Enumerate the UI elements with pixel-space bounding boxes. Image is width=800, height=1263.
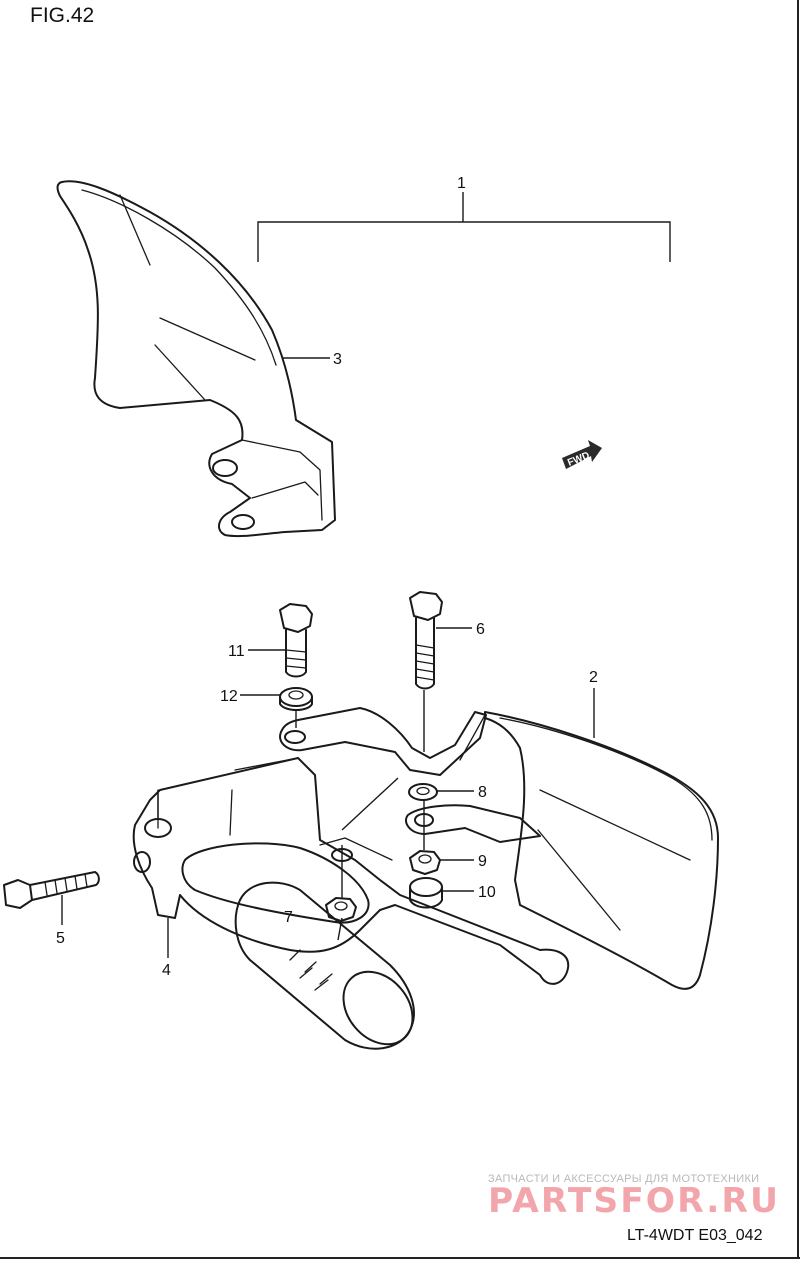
callout-7: 7 <box>284 909 293 926</box>
callout-10: 10 <box>478 884 496 901</box>
callout-2: 2 <box>589 669 598 686</box>
nut-part-10 <box>409 877 443 909</box>
nut-part-9 <box>409 850 441 875</box>
leader-lines <box>61 357 595 958</box>
nut-part-7 <box>325 897 357 922</box>
callout-4: 4 <box>162 962 171 979</box>
callout-9: 9 <box>478 853 487 870</box>
fwd-label: FWD <box>566 450 591 469</box>
callout-8: 8 <box>478 784 487 801</box>
figure-title: FIG.42 <box>30 4 94 27</box>
mount-bracket <box>279 707 541 843</box>
handlebar-grip <box>234 881 415 1050</box>
callout-11: 11 <box>228 643 245 660</box>
callout-5: 5 <box>56 930 65 947</box>
clamp-bolt-part-5 <box>3 871 100 909</box>
bolt-part-6 <box>409 591 443 690</box>
callout-6: 6 <box>476 621 485 638</box>
bolt-part-11 <box>279 603 313 678</box>
callout-1: 1 <box>457 175 466 192</box>
callout-3: 3 <box>333 351 342 368</box>
watermark-brand: PARTSFOR.RU <box>488 1181 780 1221</box>
fwd-arrow-icon: FWD <box>562 440 602 469</box>
model-code: LT-4WDT E03_042 <box>627 1227 763 1244</box>
callout-labels: 1 2 3 4 5 6 7 8 9 10 11 12 <box>56 175 598 979</box>
assembly-bracket <box>257 192 671 262</box>
left-handguard-part-3 <box>56 180 336 538</box>
washer-part-12 <box>279 687 313 711</box>
watermark-tagline: ЗАПЧАСТИ И АКСЕССУАРЫ ДЛЯ МОТОТЕХНИКИ <box>488 1173 759 1185</box>
callout-12: 12 <box>220 688 238 705</box>
lever-holder-part-4 <box>132 757 570 985</box>
right-handguard-part-2 <box>459 711 719 990</box>
watermark: ЗАПЧАСТИ И АКСЕССУАРЫ ДЛЯ МОТОТЕХНИКИ PA… <box>488 1173 780 1221</box>
washer-part-8 <box>408 783 438 801</box>
